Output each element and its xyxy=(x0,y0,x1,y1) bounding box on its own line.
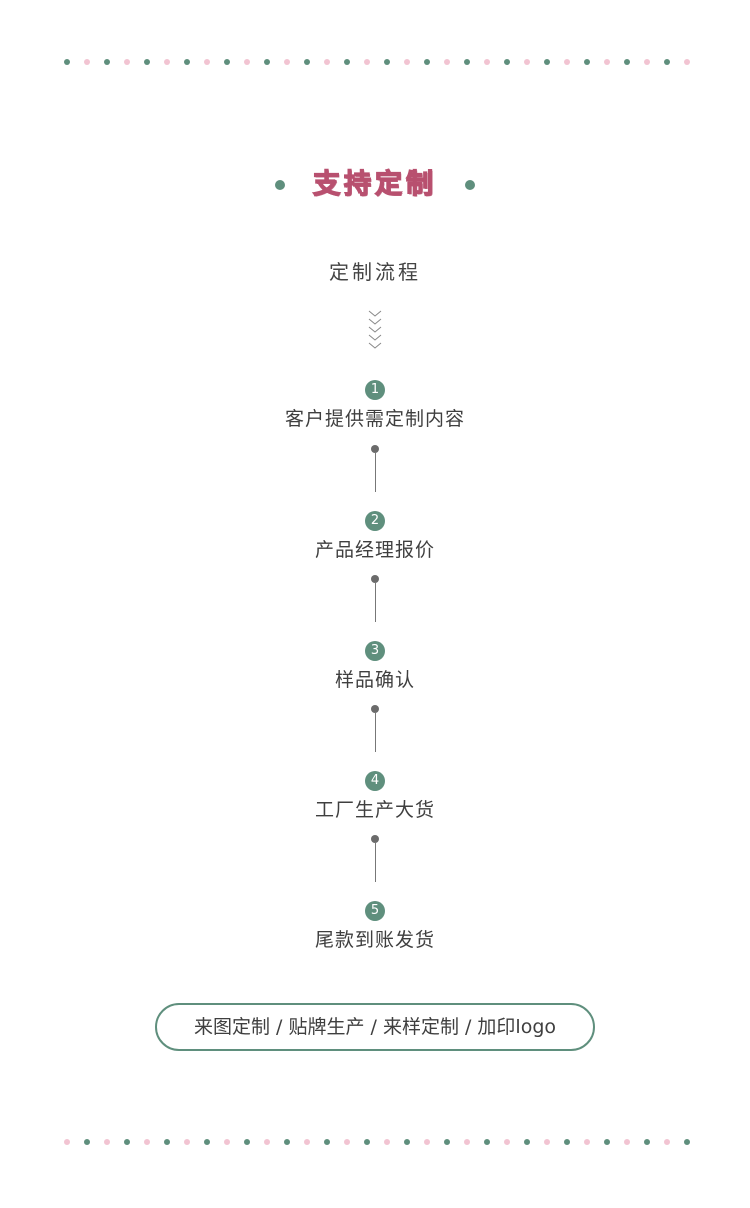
step-3-label: 样品确认 xyxy=(334,669,415,691)
chevron-down-icon xyxy=(368,310,382,349)
decorative-dot xyxy=(344,1139,350,1145)
decorative-dot xyxy=(564,1139,570,1145)
decorative-dot xyxy=(244,1139,250,1145)
heading-right-dot xyxy=(465,180,475,190)
decorative-dot xyxy=(204,59,210,65)
decorative-dot xyxy=(544,59,550,65)
decorative-dot xyxy=(224,59,230,65)
decorative-dot xyxy=(64,1139,70,1145)
top-dot-divider xyxy=(0,57,750,67)
decorative-dot xyxy=(424,1139,430,1145)
decorative-dot xyxy=(624,1139,630,1145)
decorative-dot xyxy=(504,1139,510,1145)
decorative-dot xyxy=(404,1139,410,1145)
decorative-dot xyxy=(644,1139,650,1145)
decorative-dot xyxy=(64,59,70,65)
decorative-dot xyxy=(244,59,250,65)
decorative-dot xyxy=(364,59,370,65)
step-4-label: 工厂生产大货 xyxy=(314,799,435,821)
decorative-dot xyxy=(364,1139,370,1145)
decorative-dot xyxy=(144,59,150,65)
decorative-dot xyxy=(304,59,310,65)
decorative-dot xyxy=(644,59,650,65)
decorative-dot xyxy=(84,59,90,65)
connector-dot xyxy=(371,705,379,713)
connector-dot xyxy=(371,835,379,843)
decorative-dot xyxy=(284,59,290,65)
decorative-dot xyxy=(144,1139,150,1145)
decorative-dot xyxy=(524,59,530,65)
section-heading: 支持定制 xyxy=(0,163,750,207)
decorative-dot xyxy=(624,59,630,65)
heading-title: 支持定制 xyxy=(312,168,437,200)
decorative-dot xyxy=(584,59,590,65)
decorative-dot xyxy=(324,1139,330,1145)
connector-line xyxy=(374,582,376,622)
decorative-dot xyxy=(684,1139,690,1145)
decorative-dot xyxy=(424,59,430,65)
bottom-dot-divider xyxy=(0,1137,750,1147)
decorative-dot xyxy=(324,59,330,65)
heading-left-dot xyxy=(275,180,285,190)
step-2-number-badge: 2 xyxy=(365,511,385,531)
decorative-dot xyxy=(444,59,450,65)
step-5-label: 尾款到账发货 xyxy=(314,929,435,951)
decorative-dot xyxy=(544,1139,550,1145)
decorative-dot xyxy=(184,59,190,65)
connector-line xyxy=(374,712,376,752)
decorative-dot xyxy=(164,59,170,65)
decorative-dot xyxy=(284,1139,290,1145)
connector-dot xyxy=(371,445,379,453)
customization-services-pill: 来图定制 / 贴牌生产 / 来样定制 / 加印logo xyxy=(155,1003,595,1051)
step-1-label: 客户提供需定制内容 xyxy=(284,408,465,430)
decorative-dot xyxy=(264,59,270,65)
decorative-dot xyxy=(484,59,490,65)
step-1-number-badge: 1 xyxy=(365,380,385,400)
decorative-dot xyxy=(564,59,570,65)
decorative-dot xyxy=(664,1139,670,1145)
decorative-dot xyxy=(124,59,130,65)
decorative-dot xyxy=(304,1139,310,1145)
decorative-dot xyxy=(444,1139,450,1145)
decorative-dot xyxy=(384,59,390,65)
connector-dot xyxy=(371,575,379,583)
connector-line xyxy=(374,842,376,882)
decorative-dot xyxy=(164,1139,170,1145)
decorative-dot xyxy=(604,59,610,65)
decorative-dot xyxy=(464,1139,470,1145)
decorative-dot xyxy=(384,1139,390,1145)
decorative-dot xyxy=(484,1139,490,1145)
decorative-dot xyxy=(604,1139,610,1145)
decorative-dot xyxy=(664,59,670,65)
decorative-dot xyxy=(124,1139,130,1145)
decorative-dot xyxy=(84,1139,90,1145)
decorative-dot xyxy=(684,59,690,65)
decorative-dot xyxy=(184,1139,190,1145)
step-5-number-badge: 5 xyxy=(365,901,385,921)
decorative-dot xyxy=(524,1139,530,1145)
decorative-dot xyxy=(104,1139,110,1145)
decorative-dot xyxy=(104,59,110,65)
step-3-number-badge: 3 xyxy=(365,641,385,661)
decorative-dot xyxy=(464,59,470,65)
decorative-dot xyxy=(584,1139,590,1145)
decorative-dot xyxy=(224,1139,230,1145)
process-subtitle: 定制流程 xyxy=(329,260,421,284)
step-2-label: 产品经理报价 xyxy=(314,539,435,561)
connector-line xyxy=(374,452,376,492)
decorative-dot xyxy=(404,59,410,65)
decorative-dot xyxy=(504,59,510,65)
step-4-number-badge: 4 xyxy=(365,771,385,791)
decorative-dot xyxy=(264,1139,270,1145)
decorative-dot xyxy=(344,59,350,65)
decorative-dot xyxy=(204,1139,210,1145)
